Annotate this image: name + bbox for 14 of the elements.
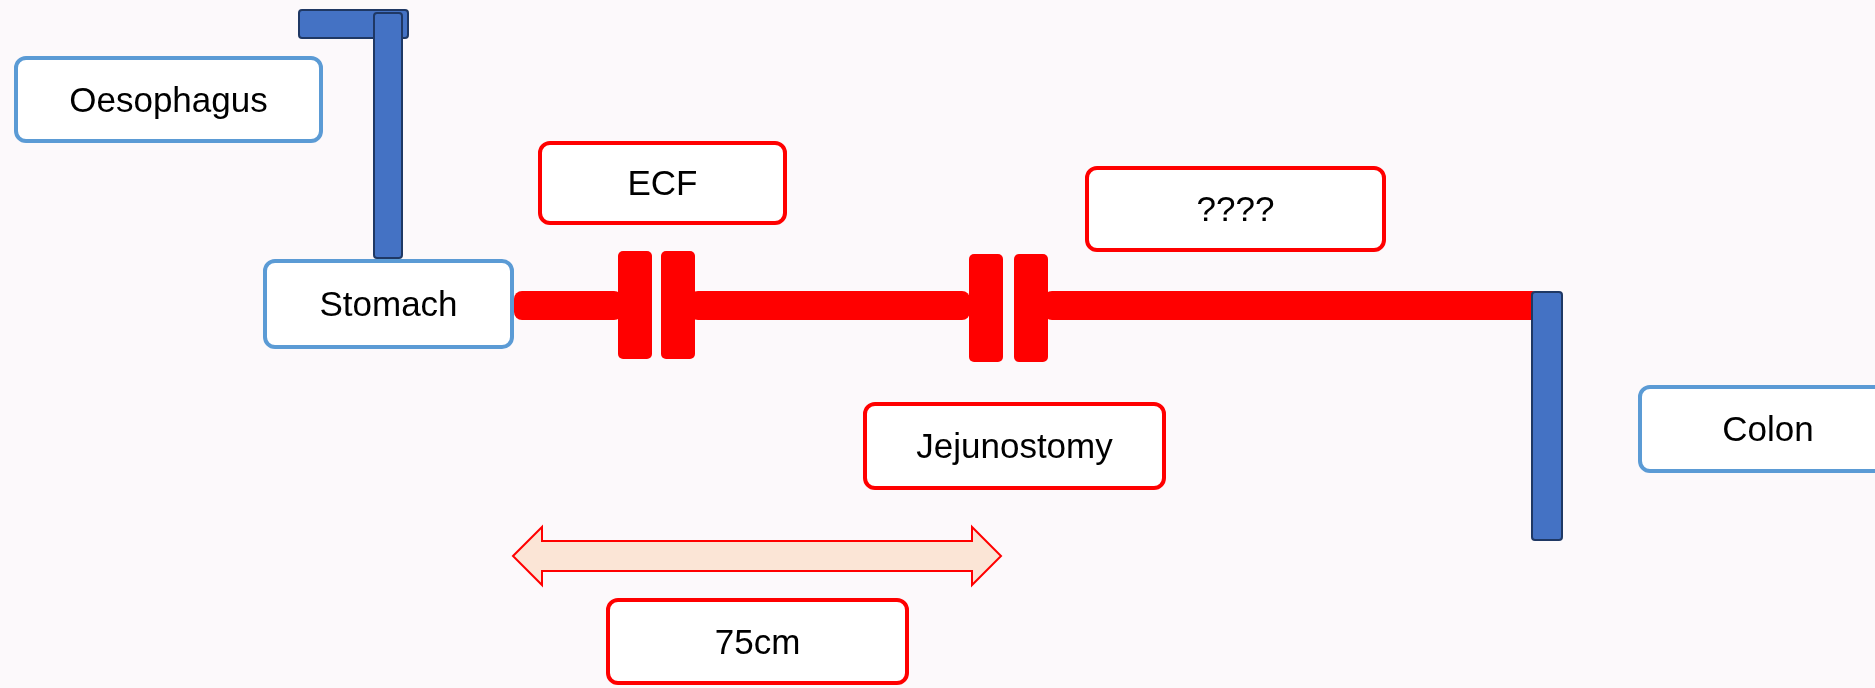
- box-label: Stomach: [319, 284, 458, 324]
- label-box: [1085, 166, 1386, 252]
- label-box: [14, 56, 323, 143]
- label-box: [1638, 385, 1875, 473]
- label-box: [606, 598, 909, 685]
- box-label: Colon: [1722, 409, 1814, 449]
- label-box: [863, 402, 1166, 490]
- box-label: 75cm: [714, 621, 801, 662]
- box-label: ECF: [627, 163, 698, 203]
- box-label: Oesophagus: [69, 79, 268, 120]
- label-box: [538, 141, 787, 225]
- box-label: ????: [1196, 189, 1275, 229]
- box-label: Jejunostomy: [916, 426, 1113, 466]
- label-box: [263, 259, 514, 349]
